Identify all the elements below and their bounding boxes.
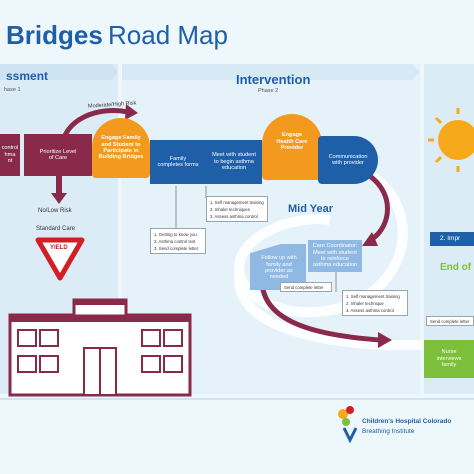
engage-hcp-label: Engage Health Care Provider (276, 132, 308, 152)
meet-student-box: Meet with student to begin asthma educat… (206, 140, 262, 184)
intervention-header-shape (122, 64, 420, 80)
list-item: 1. Self management training (346, 294, 400, 299)
title-rest: Road Map (108, 20, 228, 50)
list-item: 2. Asthma control test (154, 239, 196, 244)
improve-label: 2. Impr (440, 235, 461, 242)
list-item: 1. Self management training (210, 200, 264, 205)
low-risk-arrowhead (51, 193, 67, 204)
assessment-subtitle: hase 1 (4, 87, 21, 93)
yield-sign-icon (35, 237, 85, 281)
list-item: 1. Getting to know you (154, 232, 197, 237)
low-risk-arrow (56, 176, 62, 194)
title-brand: Bridges (6, 20, 103, 50)
list-item: 3. Assess asthma control (210, 214, 258, 219)
assessment-header-shape (0, 64, 118, 80)
end-of-label: End of (440, 262, 472, 273)
curve-arrow-bottom (259, 279, 381, 343)
improve-box (430, 232, 474, 246)
intervention-title: Intervention (236, 72, 311, 87)
list-item: 3. Assess asthma control (346, 308, 394, 313)
org-name-line2: Breathing Institute (362, 428, 415, 435)
org-name-line1: Children's Hospital Colorado (362, 418, 452, 425)
curve-arrow-bottom-head (378, 332, 392, 348)
footer-strip (0, 448, 474, 474)
control-box: control hma nt (0, 134, 20, 176)
self-management-list-1: 1. Self management training 2. Inhaler t… (206, 196, 268, 222)
no-low-risk-label: No/Low Risk (38, 208, 72, 214)
nurse-interviews-box: Nurse interviews family (424, 340, 474, 378)
list-item: 3. Send complete letter (154, 246, 199, 251)
list-item: 2. Inhaler technique (346, 301, 384, 306)
assessment-title: ssment (6, 69, 49, 83)
engage-family-label: Engage Family and Student to Participate… (98, 135, 144, 161)
hospital-logo-icon (338, 406, 358, 444)
mid-year-label: Mid Year (288, 203, 334, 215)
end-band (424, 64, 474, 394)
engage-hcp-arch (262, 114, 322, 180)
follow-up-label: Follow up with family and provider as ne… (261, 255, 297, 281)
care-coordinator-box: Care Coordinator: Meet with student to r… (308, 240, 362, 272)
yield-label: YIELD (50, 245, 68, 251)
footer-divider (0, 398, 474, 400)
road-track (234, 155, 408, 318)
intervention-subtitle: Phase 2 (258, 88, 279, 94)
engage-family-arch (92, 118, 150, 178)
send-complete-note-right: Send complete letter (426, 316, 474, 326)
sun-icon (428, 108, 474, 172)
communication-box: Communication with provider (318, 136, 378, 184)
self-management-list-2: 1. Self management training 2. Inhaler t… (342, 290, 408, 316)
school-building-icon (8, 298, 192, 397)
standard-care-label: Standard Care (36, 226, 76, 232)
family-forms-box: Family completes forms (150, 140, 206, 184)
moderate-high-arrowhead (125, 104, 138, 120)
note-text: Send complete letter (430, 319, 470, 324)
getting-to-know-list: 1. Getting to know you 2. Asthma control… (150, 228, 206, 254)
note-text: Send complete letter (284, 285, 324, 290)
curve-arrow-down-head (362, 232, 378, 246)
send-complete-note: Send complete letter (280, 282, 332, 292)
road-track-2 (234, 269, 440, 350)
list-item: 2. Inhaler techniques (210, 207, 250, 212)
prioritize-box: Prioritize Level of Care (24, 134, 92, 176)
